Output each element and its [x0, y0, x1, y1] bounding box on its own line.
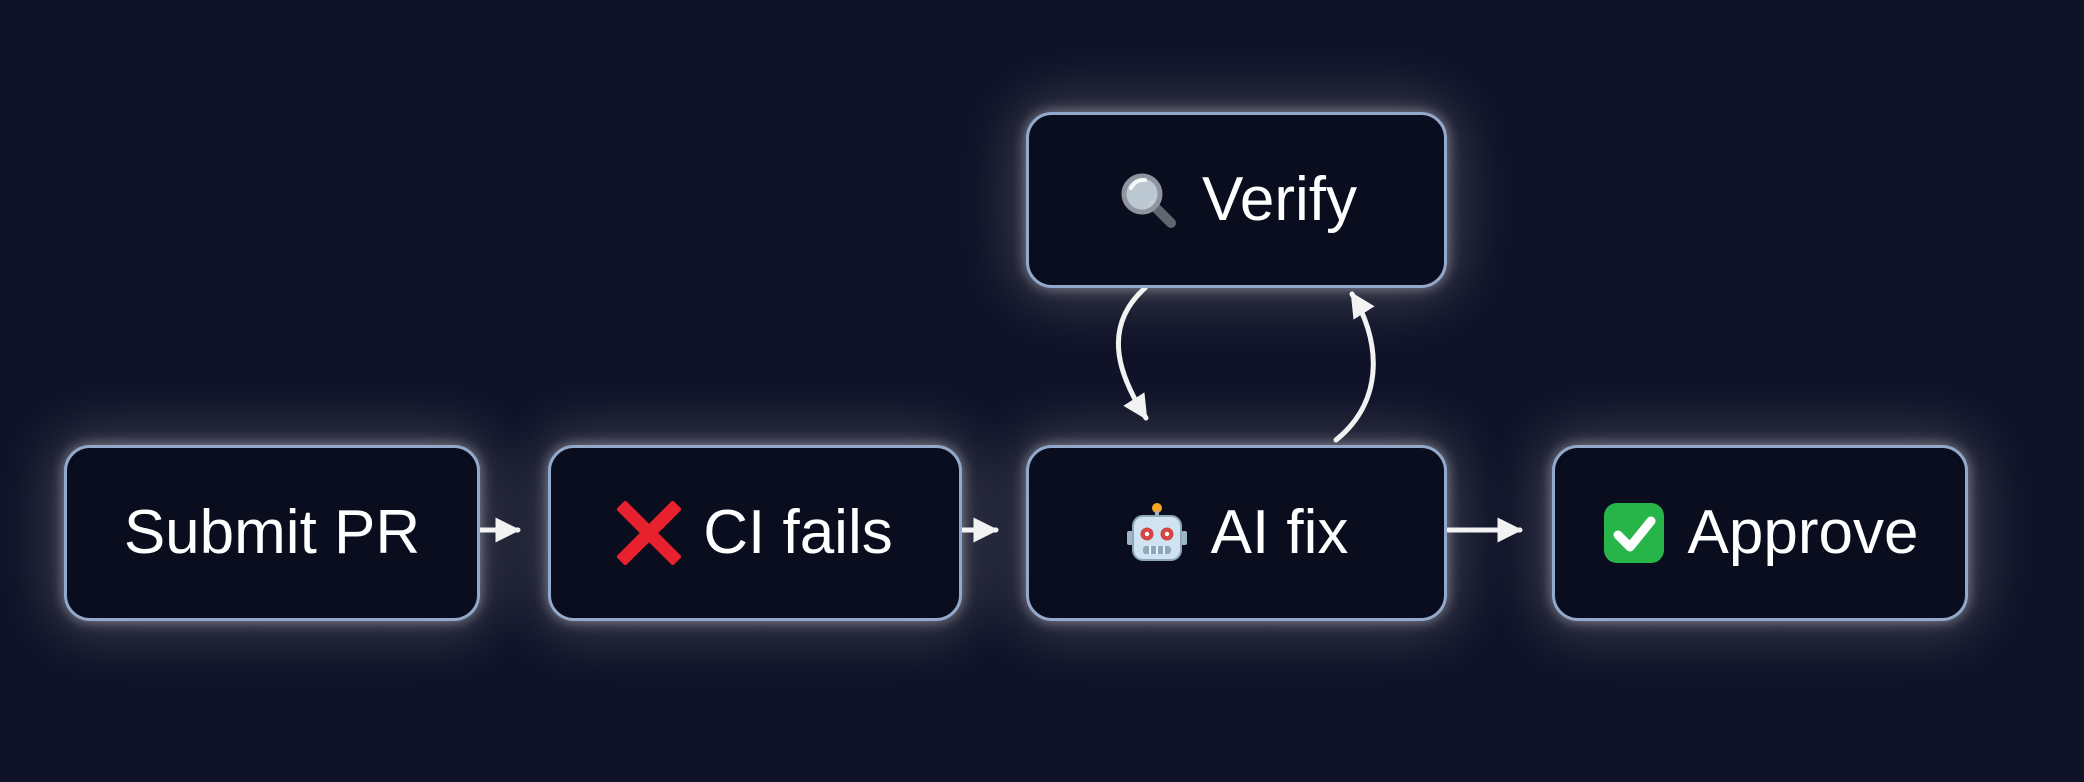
cross-mark-icon	[617, 501, 682, 565]
robot-icon	[1125, 501, 1189, 565]
node-label: CI fails	[703, 498, 893, 567]
node-ai-fix: AI fix	[1026, 445, 1447, 621]
node-submit-pr: Submit PR	[64, 445, 480, 621]
node-approve: Approve	[1552, 445, 1968, 621]
node-label: Submit PR	[123, 498, 421, 567]
node-verify: Verify	[1026, 112, 1447, 288]
node-label: Verify	[1201, 165, 1358, 234]
edge-ai-fix-to-verify	[1333, 291, 1376, 443]
check-mark-icon	[1602, 501, 1666, 565]
node-label: AI fix	[1210, 498, 1349, 567]
node-label: Approve	[1687, 498, 1919, 567]
magnifier-icon	[1116, 168, 1180, 232]
node-ci-fails: CI fails	[548, 445, 962, 621]
edge-verify-to-ai-fix	[1116, 285, 1149, 421]
